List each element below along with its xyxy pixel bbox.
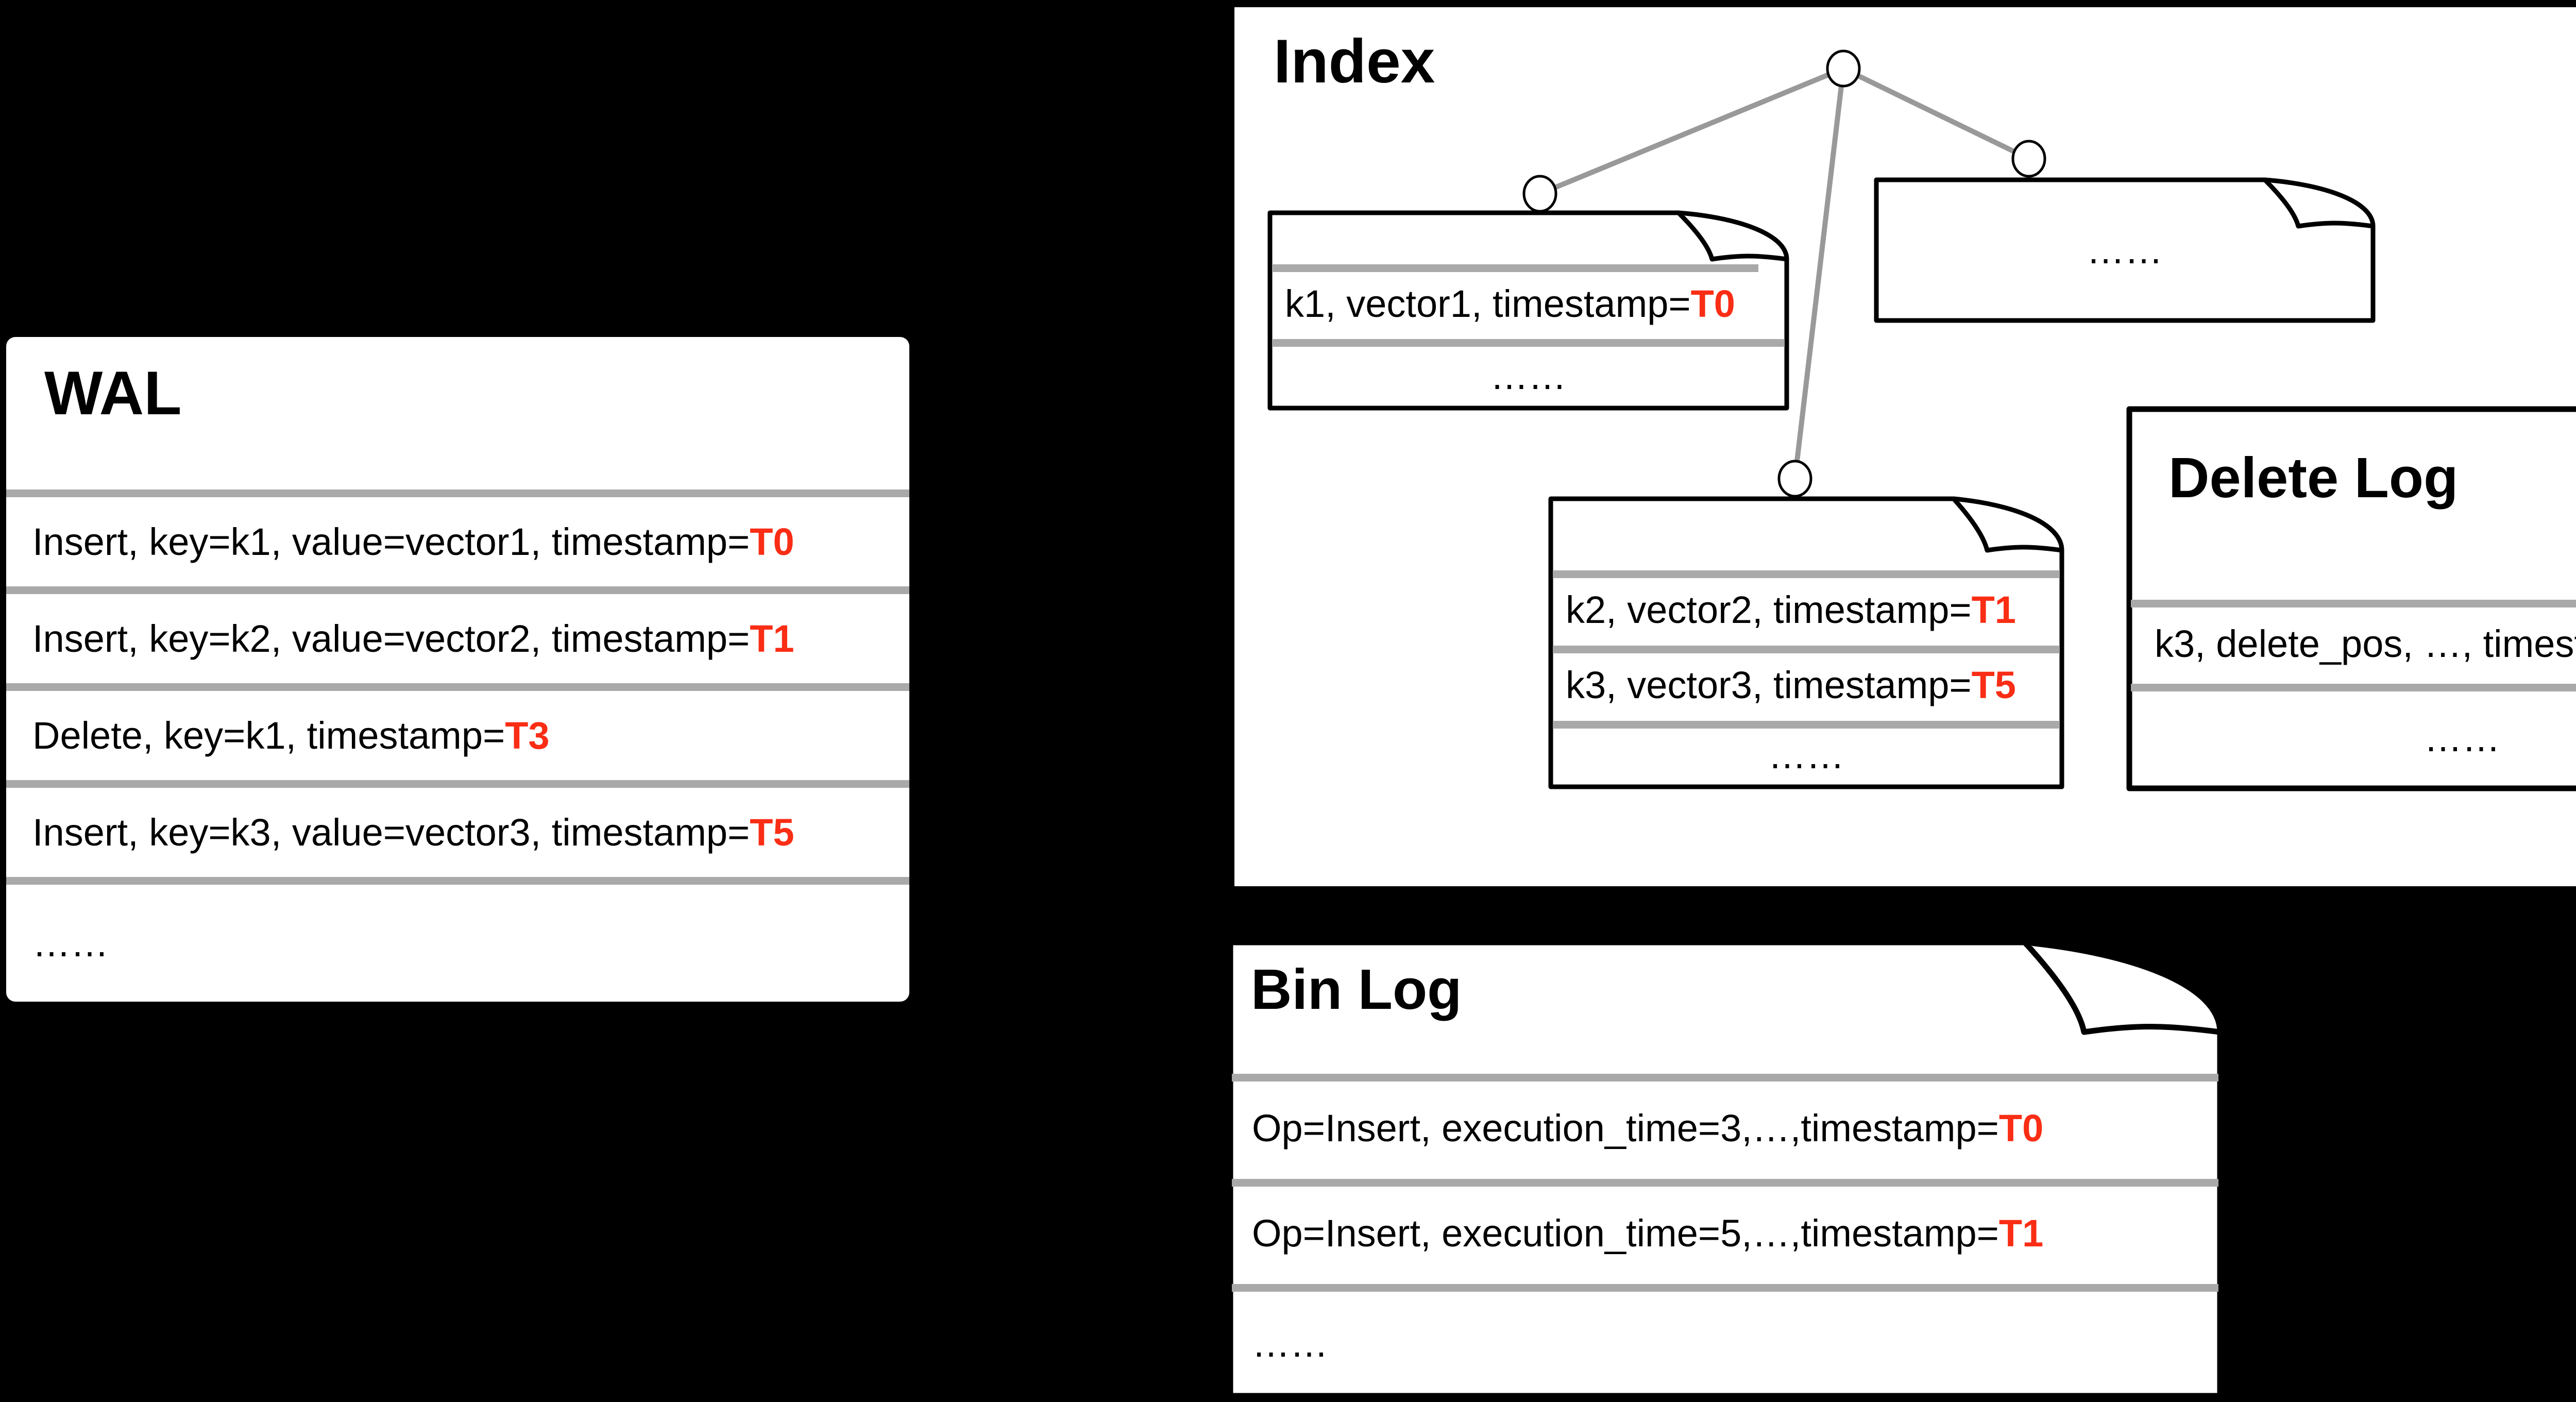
wal-row-ellipsis: ……	[6, 877, 909, 1002]
divider	[2131, 684, 2576, 691]
wal-row: Insert, key=k1, value=vector1, timestamp…	[6, 489, 909, 586]
divider	[1553, 721, 2060, 729]
wal-row: Delete, key=k1, timestamp=T3	[6, 683, 909, 780]
divider	[1553, 646, 2060, 653]
timestamp-value: T5	[1971, 664, 2016, 706]
wal-title: WAL	[44, 359, 182, 428]
timestamp-value: T1	[1971, 588, 2016, 631]
divider	[1272, 339, 1785, 347]
document-shape	[1874, 177, 2376, 323]
divider	[2131, 600, 2576, 607]
bin-log-title: Bin Log	[1251, 958, 1462, 1021]
divider	[1232, 1284, 2218, 1292]
folded-corner-icon	[2263, 178, 2374, 229]
document-shape	[1227, 939, 2223, 1399]
tree-left-node-icon	[1522, 175, 1557, 213]
wal-row-text: Insert, key=k1, value=vector1, timestamp…	[32, 520, 750, 563]
wal-panel: WAL Insert, key=k1, value=vector1, times…	[6, 337, 909, 1002]
delete-log-doc: Delete Log k3, delete_pos, …, timestamp=…	[2126, 406, 2576, 791]
wal-row: Insert, key=k2, value=vector2, timestamp…	[6, 586, 909, 683]
folded-corner-icon	[2022, 940, 2221, 1035]
delete-log-row: k3, delete_pos, …, timestamp=T3	[2126, 603, 2576, 684]
document-shape	[2126, 406, 2576, 791]
segment-row-ellipsis: ……	[1548, 724, 2064, 785]
segment-row: k3, vector3, timestamp=T5	[1548, 649, 2064, 721]
folded-corner-icon	[1676, 211, 1787, 262]
bin-log-row: Op=Insert, execution_time=5,…,timestamp=…	[1227, 1183, 2223, 1284]
segment-row-text: k1, vector1, timestamp=	[1285, 282, 1691, 325]
timestamp-value: T5	[750, 811, 794, 854]
divider	[1272, 264, 1758, 272]
tree-middle-node-icon	[1777, 460, 1812, 498]
bin-log-row-text: ……	[1252, 1322, 1328, 1365]
timestamp-value: T0	[750, 520, 794, 563]
timestamp-value: T1	[750, 617, 794, 660]
segment-row-text: ……	[1490, 354, 1567, 397]
tree-root-node-icon	[1826, 49, 1861, 88]
timestamp-value: T0	[1998, 1107, 2044, 1150]
delete-log-row-ellipsis: ……	[2126, 687, 2576, 788]
delete-log-row-text: ……	[2424, 716, 2500, 759]
divider	[1232, 1179, 2218, 1187]
segment-row-text: ……	[2087, 229, 2163, 272]
tree-edge-right	[1842, 66, 2030, 161]
bin-log-row: Op=Insert, execution_time=3,…,timestamp=…	[1227, 1077, 2223, 1179]
timestamp-value: T3	[505, 714, 550, 757]
wal-row-text: Delete, key=k1, timestamp=	[32, 714, 505, 757]
wal-row-text: ……	[32, 922, 109, 965]
wal-row-text: Insert, key=k2, value=vector2, timestamp…	[32, 617, 750, 660]
index-title: Index	[1274, 27, 1435, 96]
segment-row: k2, vector2, timestamp=T1	[1548, 574, 2064, 646]
tree-right-node-icon	[2011, 140, 2046, 178]
delete-log-title: Delete Log	[2168, 446, 2459, 510]
segment-row-ellipsis: ……	[1874, 177, 2376, 323]
wal-row-text: Insert, key=k3, value=vector3, timestamp…	[32, 811, 750, 854]
divider	[1553, 570, 2060, 578]
segment-row-text: k3, vector3, timestamp=	[1566, 664, 1972, 706]
index-segment3-doc: ……	[1874, 177, 2376, 323]
bin-log-row-text: Op=Insert, execution_time=3,…,timestamp=	[1252, 1107, 1999, 1150]
segment-row-text: ……	[1768, 733, 1844, 776]
tree-edge-left	[1539, 66, 1844, 196]
folded-corner-icon	[1952, 497, 2062, 553]
wal-row: Insert, key=k3, value=vector3, timestamp…	[6, 780, 909, 877]
timestamp-value: T0	[1690, 282, 1735, 325]
delete-log-row-text: k3, delete_pos, …, timestamp=	[2155, 622, 2576, 665]
index-tree	[1522, 49, 2046, 498]
segment-row-ellipsis: ……	[1267, 343, 1789, 408]
index-segment1-doc: k1, vector1, timestamp=T0 ……	[1267, 210, 1789, 411]
document-shape	[1267, 210, 1789, 411]
tree-edge-middle	[1792, 68, 1846, 479]
bin-log-doc: Bin Log Op=Insert, execution_time=3,…,ti…	[1227, 939, 2223, 1399]
divider	[1232, 1074, 2218, 1082]
segment-row-text: k2, vector2, timestamp=	[1566, 588, 1972, 631]
segment-row: k1, vector1, timestamp=T0	[1267, 268, 1789, 339]
bin-log-row-text: Op=Insert, execution_time=5,…,timestamp=	[1252, 1212, 1999, 1255]
timestamp-value: T1	[1998, 1212, 2044, 1255]
bin-log-row-ellipsis: ……	[1227, 1288, 2223, 1399]
index-segment2-doc: k2, vector2, timestamp=T1 k3, vector3, t…	[1548, 496, 2064, 789]
